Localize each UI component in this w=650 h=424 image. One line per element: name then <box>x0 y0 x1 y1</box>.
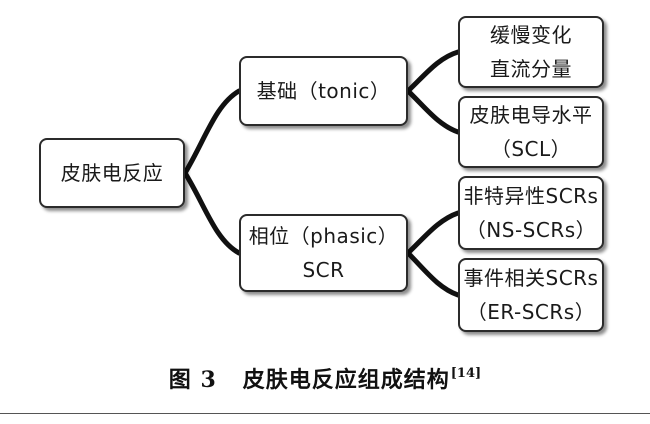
connector-root-to-phasic <box>182 170 242 256</box>
node-sublabel: （ER-SCRs） <box>466 300 596 324</box>
node-er-scrs: 事件相关SCRs （ER-SCRs） <box>458 258 604 332</box>
node-sublabel: （NS-SCRs） <box>465 218 597 242</box>
connector-phasic-to-er <box>405 250 461 298</box>
node-slow-change-dc: 缓慢变化 直流分量 <box>458 16 604 88</box>
connector-tonic-to-scl <box>405 88 461 135</box>
node-label: 非特异性SCRs <box>463 184 599 208</box>
node-label: 事件相关SCRs <box>463 266 599 290</box>
figure-number: 图 3 <box>168 367 217 393</box>
figure-title: 皮肤电反应组成结构 <box>242 367 450 393</box>
node-sublabel: SCR <box>302 258 345 282</box>
node-tonic: 基础（tonic） <box>239 56 408 126</box>
node-label: 缓慢变化 <box>490 23 572 47</box>
figure-reference: [14] <box>450 366 482 381</box>
connector-phasic-to-ns <box>405 210 461 256</box>
figure-caption: 图 3 皮肤电反应组成结构[14] <box>0 362 650 394</box>
node-phasic: 相位（phasic） SCR <box>239 214 408 292</box>
node-label: 基础（tonic） <box>256 79 391 103</box>
node-label: 皮肤电反应 <box>60 161 164 185</box>
node-skin-conductance-response: 皮肤电反应 <box>39 138 185 208</box>
connector-root-to-tonic <box>182 88 242 176</box>
node-ns-scrs: 非特异性SCRs （NS-SCRs） <box>458 176 604 250</box>
connector-lines <box>182 49 461 298</box>
bottom-divider <box>0 413 650 414</box>
node-sublabel: （SCL） <box>490 137 572 161</box>
node-scl: 皮肤电导水平 （SCL） <box>458 96 604 168</box>
node-label: 相位（phasic） <box>248 224 399 248</box>
tree-diagram: 皮肤电反应 基础（tonic） 相位（phasic） SCR 缓慢变化 直流分量… <box>39 16 604 332</box>
node-sublabel: 直流分量 <box>490 57 572 81</box>
node-label: 皮肤电导水平 <box>469 103 593 127</box>
connector-tonic-to-slow <box>405 49 461 94</box>
